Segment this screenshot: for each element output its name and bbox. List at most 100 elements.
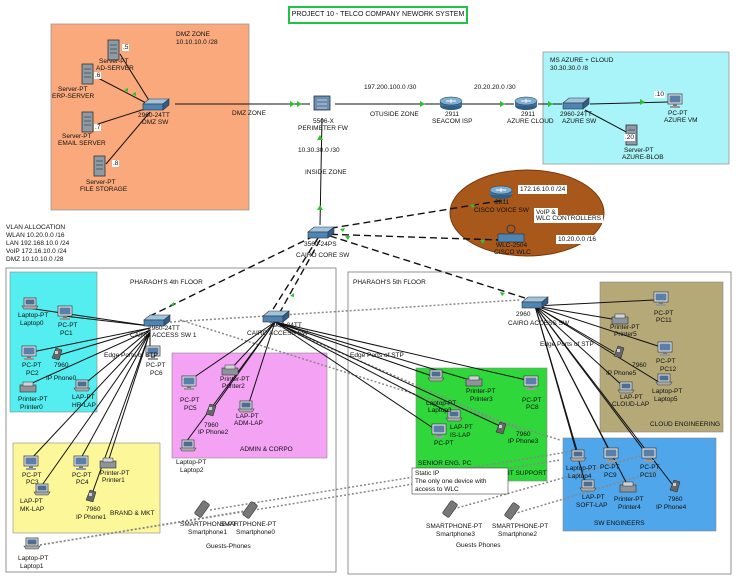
blob-l2: AZURE-BLOB — [622, 154, 664, 161]
laptop2-l2: Laptop2 — [180, 467, 204, 474]
trunk-links — [149, 199, 526, 317]
adm-lap-icon[interactable] — [237, 400, 255, 413]
guests5-label: Guests Phones — [456, 542, 501, 549]
blob-l1: Server-PT — [624, 147, 654, 154]
pc3-l2: PC3 — [26, 479, 39, 486]
laptop3-icon[interactable] — [427, 369, 445, 382]
iph1-l1: 7960 — [86, 506, 101, 513]
printer5-l2: Printer5 — [614, 331, 637, 338]
pc12-l2: PC12 — [660, 366, 677, 373]
isp-net-label: 197.200.100.0 /30 — [364, 84, 417, 91]
pc1-l1: PC-PT — [58, 322, 78, 329]
outside-label: OTUSIDE ZONE — [370, 111, 419, 118]
printer5-l1: Printer-PT — [610, 324, 640, 331]
azsw-l2: AZURE SW — [562, 118, 597, 125]
inside-net-label: 10.30.30.0 /30 — [298, 147, 340, 154]
sp0-l1: SMARTPHONE-PT — [220, 521, 277, 528]
file-ip: .8 — [112, 160, 120, 167]
azcloud-l1: 2911 — [521, 111, 535, 118]
core-switch-icon[interactable] — [307, 226, 335, 239]
pc5-l1: PC-PT — [180, 397, 200, 404]
isp-l1: 2911 — [445, 111, 459, 118]
islap-l2: IS-LAP — [450, 432, 471, 439]
laptop3-l2: Laptop3 — [428, 407, 452, 414]
acc3-l2: CAIRO ACCESS SW — [508, 320, 570, 327]
sp0-l2: Smartphone0 — [236, 529, 276, 536]
hr-lap-icon[interactable] — [73, 379, 91, 392]
printer4-l2: Printer4 — [618, 504, 641, 511]
acc3-l1: 2960 — [516, 311, 531, 318]
seacom-isp-router-icon[interactable] — [439, 96, 463, 111]
iph3-l2: IP Phone3 — [508, 438, 539, 445]
floor4-name: PHARAOH'S 4th FLOOR — [130, 279, 203, 286]
pc6-l1: PC-PT — [146, 362, 166, 369]
wireless-links — [39, 299, 661, 546]
laptop5-icon[interactable] — [655, 373, 673, 386]
dmz-zone-name: DMZ ZONE — [176, 31, 210, 38]
hrlap-l1: LAP-PT — [72, 394, 95, 401]
isp-l2: SEACOM ISP — [432, 118, 473, 125]
admlap-l1: LAP-PT — [236, 413, 259, 420]
pc1-l2: PC1 — [60, 330, 73, 337]
email-server-icon[interactable] — [81, 111, 94, 133]
azure-cloud-router-icon[interactable] — [514, 96, 538, 111]
senior-l1: PC-PT — [434, 440, 454, 447]
wlc-icon[interactable] — [497, 224, 525, 243]
sp3-l1: SMARTPHONE-PT — [426, 523, 483, 530]
pc6-l2: PC6 — [150, 370, 163, 377]
laptop4-icon[interactable] — [569, 449, 587, 462]
dmzsw-l2: DMZ SW — [142, 119, 169, 126]
pc4-l2: PC4 — [76, 479, 89, 486]
inside-label: INSIDE ZONE — [305, 169, 347, 176]
pc8-l1: PC-PT — [522, 397, 542, 404]
access-switch-3-icon[interactable] — [521, 296, 549, 309]
email-l1: Server-PT — [62, 133, 92, 140]
file-storage-icon[interactable] — [93, 155, 106, 177]
azure-zone-subnet: 30.30.30.0 /8 — [550, 65, 588, 72]
acc1-l1: 2960-24TT — [148, 325, 180, 332]
pc3-l1: PC-PT — [22, 472, 42, 479]
iph0-l2: IP Phone0 — [46, 375, 77, 382]
printer1-l1: Printer-PT — [100, 470, 130, 477]
ad-l1: Server-PT — [99, 58, 129, 65]
stp-label-b: Edge Ports of STP — [350, 352, 404, 359]
pc4-l1: PC-PT — [72, 472, 92, 479]
azure-switch-icon[interactable] — [562, 97, 590, 110]
printer3-l1: Printer-PT — [466, 388, 496, 395]
vlan-line-1: WLAN 10.20.0.0 /16 — [6, 232, 65, 239]
firewall-icon[interactable] — [313, 95, 331, 111]
pc5-l2: PC5 — [184, 405, 197, 412]
acc2-l1: 2960-24TT — [270, 322, 302, 329]
pc8-l2: PC8 — [526, 404, 539, 411]
soft-lap-icon[interactable] — [579, 479, 597, 492]
pc11-l1: PC-PT — [654, 310, 674, 317]
dmz-switch-icon[interactable] — [142, 98, 170, 111]
laptop1-icon[interactable] — [23, 537, 41, 550]
laptop2-icon[interactable] — [179, 439, 197, 452]
cloud-lap-icon[interactable] — [617, 381, 635, 394]
admin-zone-name: ADMIN & CORPO — [240, 446, 293, 453]
voice-router-icon[interactable] — [489, 185, 513, 200]
sp2-l2: Smartphone2 — [498, 531, 538, 538]
pc9-l2: PC9 — [604, 472, 617, 479]
wlc-l2: CISCO WLC — [494, 249, 531, 256]
ad-ip: .5 — [122, 44, 130, 51]
iph2-l1: 7960 — [204, 422, 219, 429]
printer3-l2: Printer3 — [470, 396, 493, 403]
pc10-l2: PC10 — [640, 472, 657, 479]
hrlap-l2: HR-LAP — [72, 402, 96, 409]
ad-server-icon[interactable] — [107, 39, 120, 61]
access-switch-2-icon[interactable] — [262, 310, 290, 323]
iph0-l1: 7960 — [54, 362, 69, 369]
erp-ip: .6 — [94, 72, 102, 79]
sp1-l1: SMARTPHONE-PT — [180, 521, 237, 528]
laptop0-icon[interactable] — [21, 297, 39, 310]
brand-zone-name: BRAND & MKT — [110, 510, 155, 517]
senior-l2: SENIOR ENG. PC — [418, 460, 472, 467]
iph3-l1: 7960 — [516, 431, 531, 438]
cloudeng-zone-name: CLOUD ENGINEERING — [650, 421, 721, 428]
vlan-title: VLAN ALLOCATION — [6, 224, 66, 231]
erp-server-icon[interactable] — [81, 63, 94, 85]
voice-subnet: 172.16.10.0 /24 — [518, 185, 568, 194]
